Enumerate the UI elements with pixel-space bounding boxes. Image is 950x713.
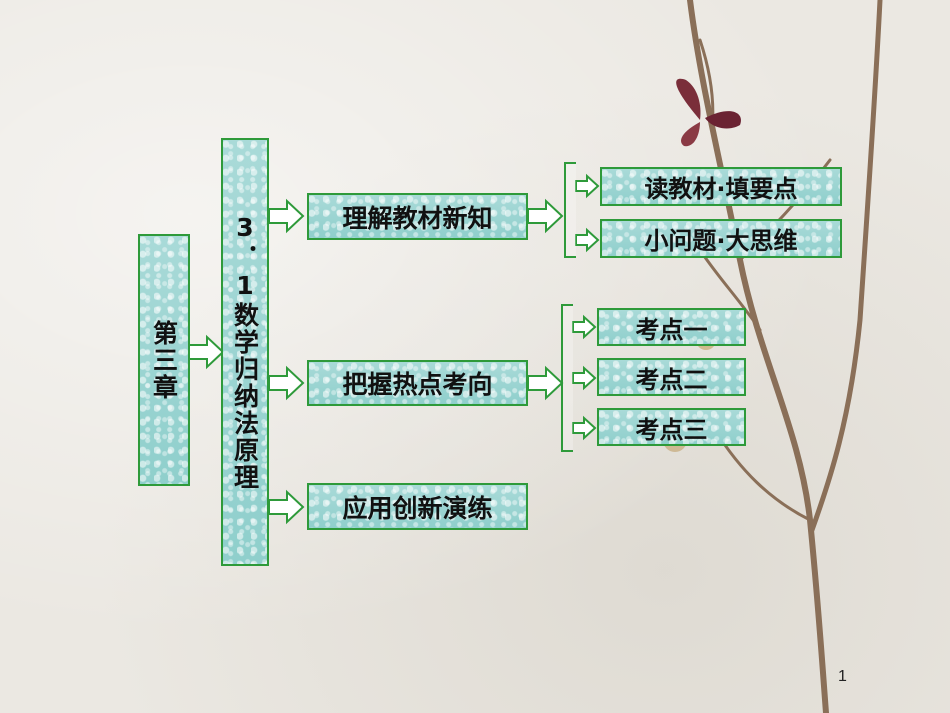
arrow-to-child-2-2 (572, 367, 596, 389)
arrow-to-branch-2 (268, 367, 304, 399)
branch-box-understand: 理解教材新知 (307, 193, 528, 240)
child-box-small-questions: 小问题·大思维 (600, 219, 842, 258)
child-box-point-2: 考点二 (597, 358, 746, 396)
arrow-to-branch-1 (268, 200, 304, 232)
butterfly-decoration (676, 78, 741, 147)
arrow-to-child-1-1 (575, 175, 599, 197)
child-box-point-1: 考点一 (597, 308, 746, 346)
branch-label: 把握热点考向 (342, 370, 493, 399)
child-box-read-textbook: 读教材·填要点 (600, 167, 842, 206)
chapter-box: 第三章 (138, 234, 190, 486)
section-box: 3．1数学归纳法原理 (221, 138, 269, 566)
child-label: 小问题·大思维 (644, 227, 798, 255)
branch-decoration (687, 0, 883, 713)
arrow-to-child-2-3 (572, 417, 596, 439)
child-label: 考点一 (635, 315, 708, 344)
branch-box-hotspots: 把握热点考向 (307, 360, 528, 406)
branch-label: 理解教材新知 (342, 203, 493, 233)
page-number: 1 (838, 668, 847, 685)
arrow-chapter-to-section (188, 336, 224, 368)
bracket-branch-1 (564, 162, 576, 258)
child-box-point-3: 考点三 (597, 408, 746, 446)
chapter-label: 第三章 (149, 319, 179, 401)
bracket-branch-2 (561, 304, 573, 452)
section-label: 3．1数学归纳法原理 (230, 213, 260, 491)
arrow-branch-2-to-bracket (527, 367, 563, 399)
child-label: 考点三 (635, 415, 708, 444)
child-label: 考点二 (635, 365, 708, 394)
branch-label: 应用创新演练 (342, 493, 493, 523)
arrow-to-child-2-1 (572, 316, 596, 338)
arrow-branch-1-to-bracket (527, 200, 563, 232)
child-label: 读教材·填要点 (644, 175, 798, 203)
branch-box-practice: 应用创新演练 (307, 483, 528, 530)
arrow-to-child-1-2 (575, 229, 599, 251)
arrow-to-branch-3 (268, 491, 304, 523)
